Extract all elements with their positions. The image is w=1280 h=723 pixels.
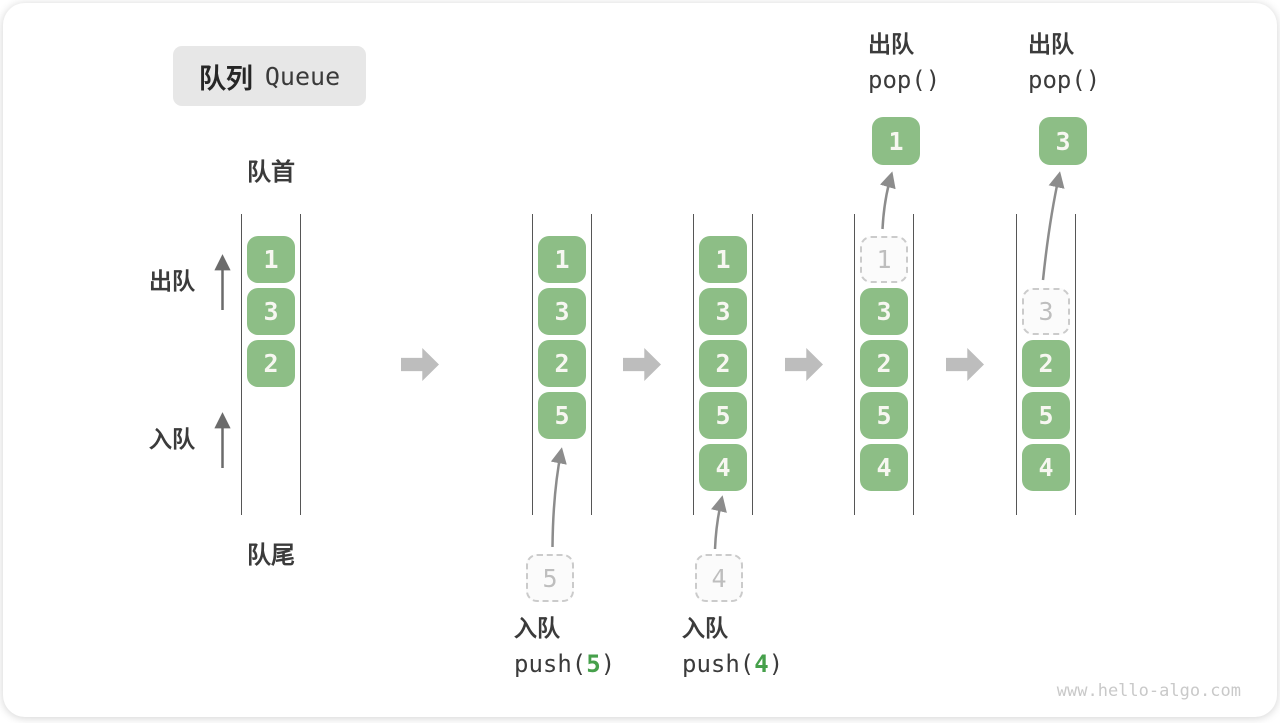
queue-item: 3 xyxy=(699,288,747,335)
queue-rails xyxy=(532,214,592,515)
queue-item: 1 xyxy=(538,236,586,283)
queue-item-ghost: 1 xyxy=(860,236,908,283)
code-pre: push( xyxy=(514,650,587,678)
transition-arrow-icon xyxy=(785,348,823,381)
code-post: ) xyxy=(768,650,784,678)
queue-rails xyxy=(854,214,914,515)
queue-item: 2 xyxy=(1022,340,1070,387)
queue-item: 2 xyxy=(699,340,747,387)
op-code: pop() xyxy=(868,68,940,92)
queue-item-ghost: 3 xyxy=(1022,288,1070,335)
queue-item: 5 xyxy=(699,392,747,439)
op-label: 入队 xyxy=(682,615,728,641)
queue-item: 3 xyxy=(247,288,295,335)
watermark: www.hello-algo.com xyxy=(1056,681,1241,701)
op-label: 出队 xyxy=(1028,31,1074,57)
title-en: Queue xyxy=(264,61,341,91)
figure-card: 队列 Queue 队首 队尾 出队 入队 1 3 2 1 3 2 5 5 入队 … xyxy=(3,3,1277,717)
queue-item: 1 xyxy=(247,236,295,283)
op-enqueue-5: 入队 push(5) xyxy=(514,615,615,677)
queue-rails xyxy=(693,214,753,515)
queue-state-4: 1 3 2 5 4 1 出队 pop() xyxy=(854,3,940,723)
queue-item: 1 xyxy=(699,236,747,283)
queue-state-3: 1 3 2 5 4 4 入队 push(4) xyxy=(682,3,783,723)
popped-item: 3 xyxy=(1039,117,1087,165)
code-arg: 5 xyxy=(586,650,601,678)
op-enqueue-4: 入队 push(4) xyxy=(682,615,783,677)
queue-item: 4 xyxy=(1022,444,1070,491)
code-pre: push( xyxy=(682,650,755,678)
op-code: push(5) xyxy=(514,652,615,676)
op-dequeue-3: 出队 pop() xyxy=(1028,31,1100,93)
op-code: pop() xyxy=(1028,68,1100,92)
queue-item: 2 xyxy=(538,340,586,387)
queue-item: 3 xyxy=(538,288,586,335)
label-queue-front: 队首 xyxy=(247,159,295,186)
label-enqueue-side: 入队 xyxy=(149,426,195,452)
queue-item: 4 xyxy=(699,444,747,491)
code-pre: pop() xyxy=(868,66,941,94)
queue-item: 2 xyxy=(247,340,295,387)
title-zh: 队列 xyxy=(198,63,253,94)
queue-item: 2 xyxy=(860,340,908,387)
queue-item: 4 xyxy=(860,444,908,491)
queue-item: 5 xyxy=(538,392,586,439)
queue-rails xyxy=(241,214,301,515)
popped-item: 1 xyxy=(872,117,920,165)
queue-item: 5 xyxy=(860,392,908,439)
queue-item: 3 xyxy=(860,288,908,335)
label-dequeue-side: 出队 xyxy=(149,268,195,294)
code-arg: 4 xyxy=(754,650,769,678)
queue-item: 5 xyxy=(1022,392,1070,439)
op-code: push(4) xyxy=(682,652,783,676)
label-queue-rear: 队尾 xyxy=(247,542,295,569)
title-badge: 队列 Queue xyxy=(173,46,366,106)
transition-arrow-icon xyxy=(401,348,439,381)
queue-state-5: 3 2 5 4 3 出队 pop() xyxy=(1016,3,1100,723)
queue-state-2: 1 3 2 5 5 入队 push(5) xyxy=(514,3,615,723)
transition-arrow-icon xyxy=(946,348,984,381)
pending-item-ghost: 5 xyxy=(526,554,574,602)
pending-item-ghost: 4 xyxy=(695,554,743,602)
transition-arrow-icon xyxy=(623,348,661,381)
code-post: ) xyxy=(600,650,616,678)
queue-state-1: 1 3 2 xyxy=(241,3,301,723)
op-label: 出队 xyxy=(868,31,914,57)
op-dequeue-1: 出队 pop() xyxy=(868,31,940,93)
queue-rails xyxy=(1016,214,1076,515)
code-pre: pop() xyxy=(1028,66,1101,94)
op-label: 入队 xyxy=(514,615,560,641)
